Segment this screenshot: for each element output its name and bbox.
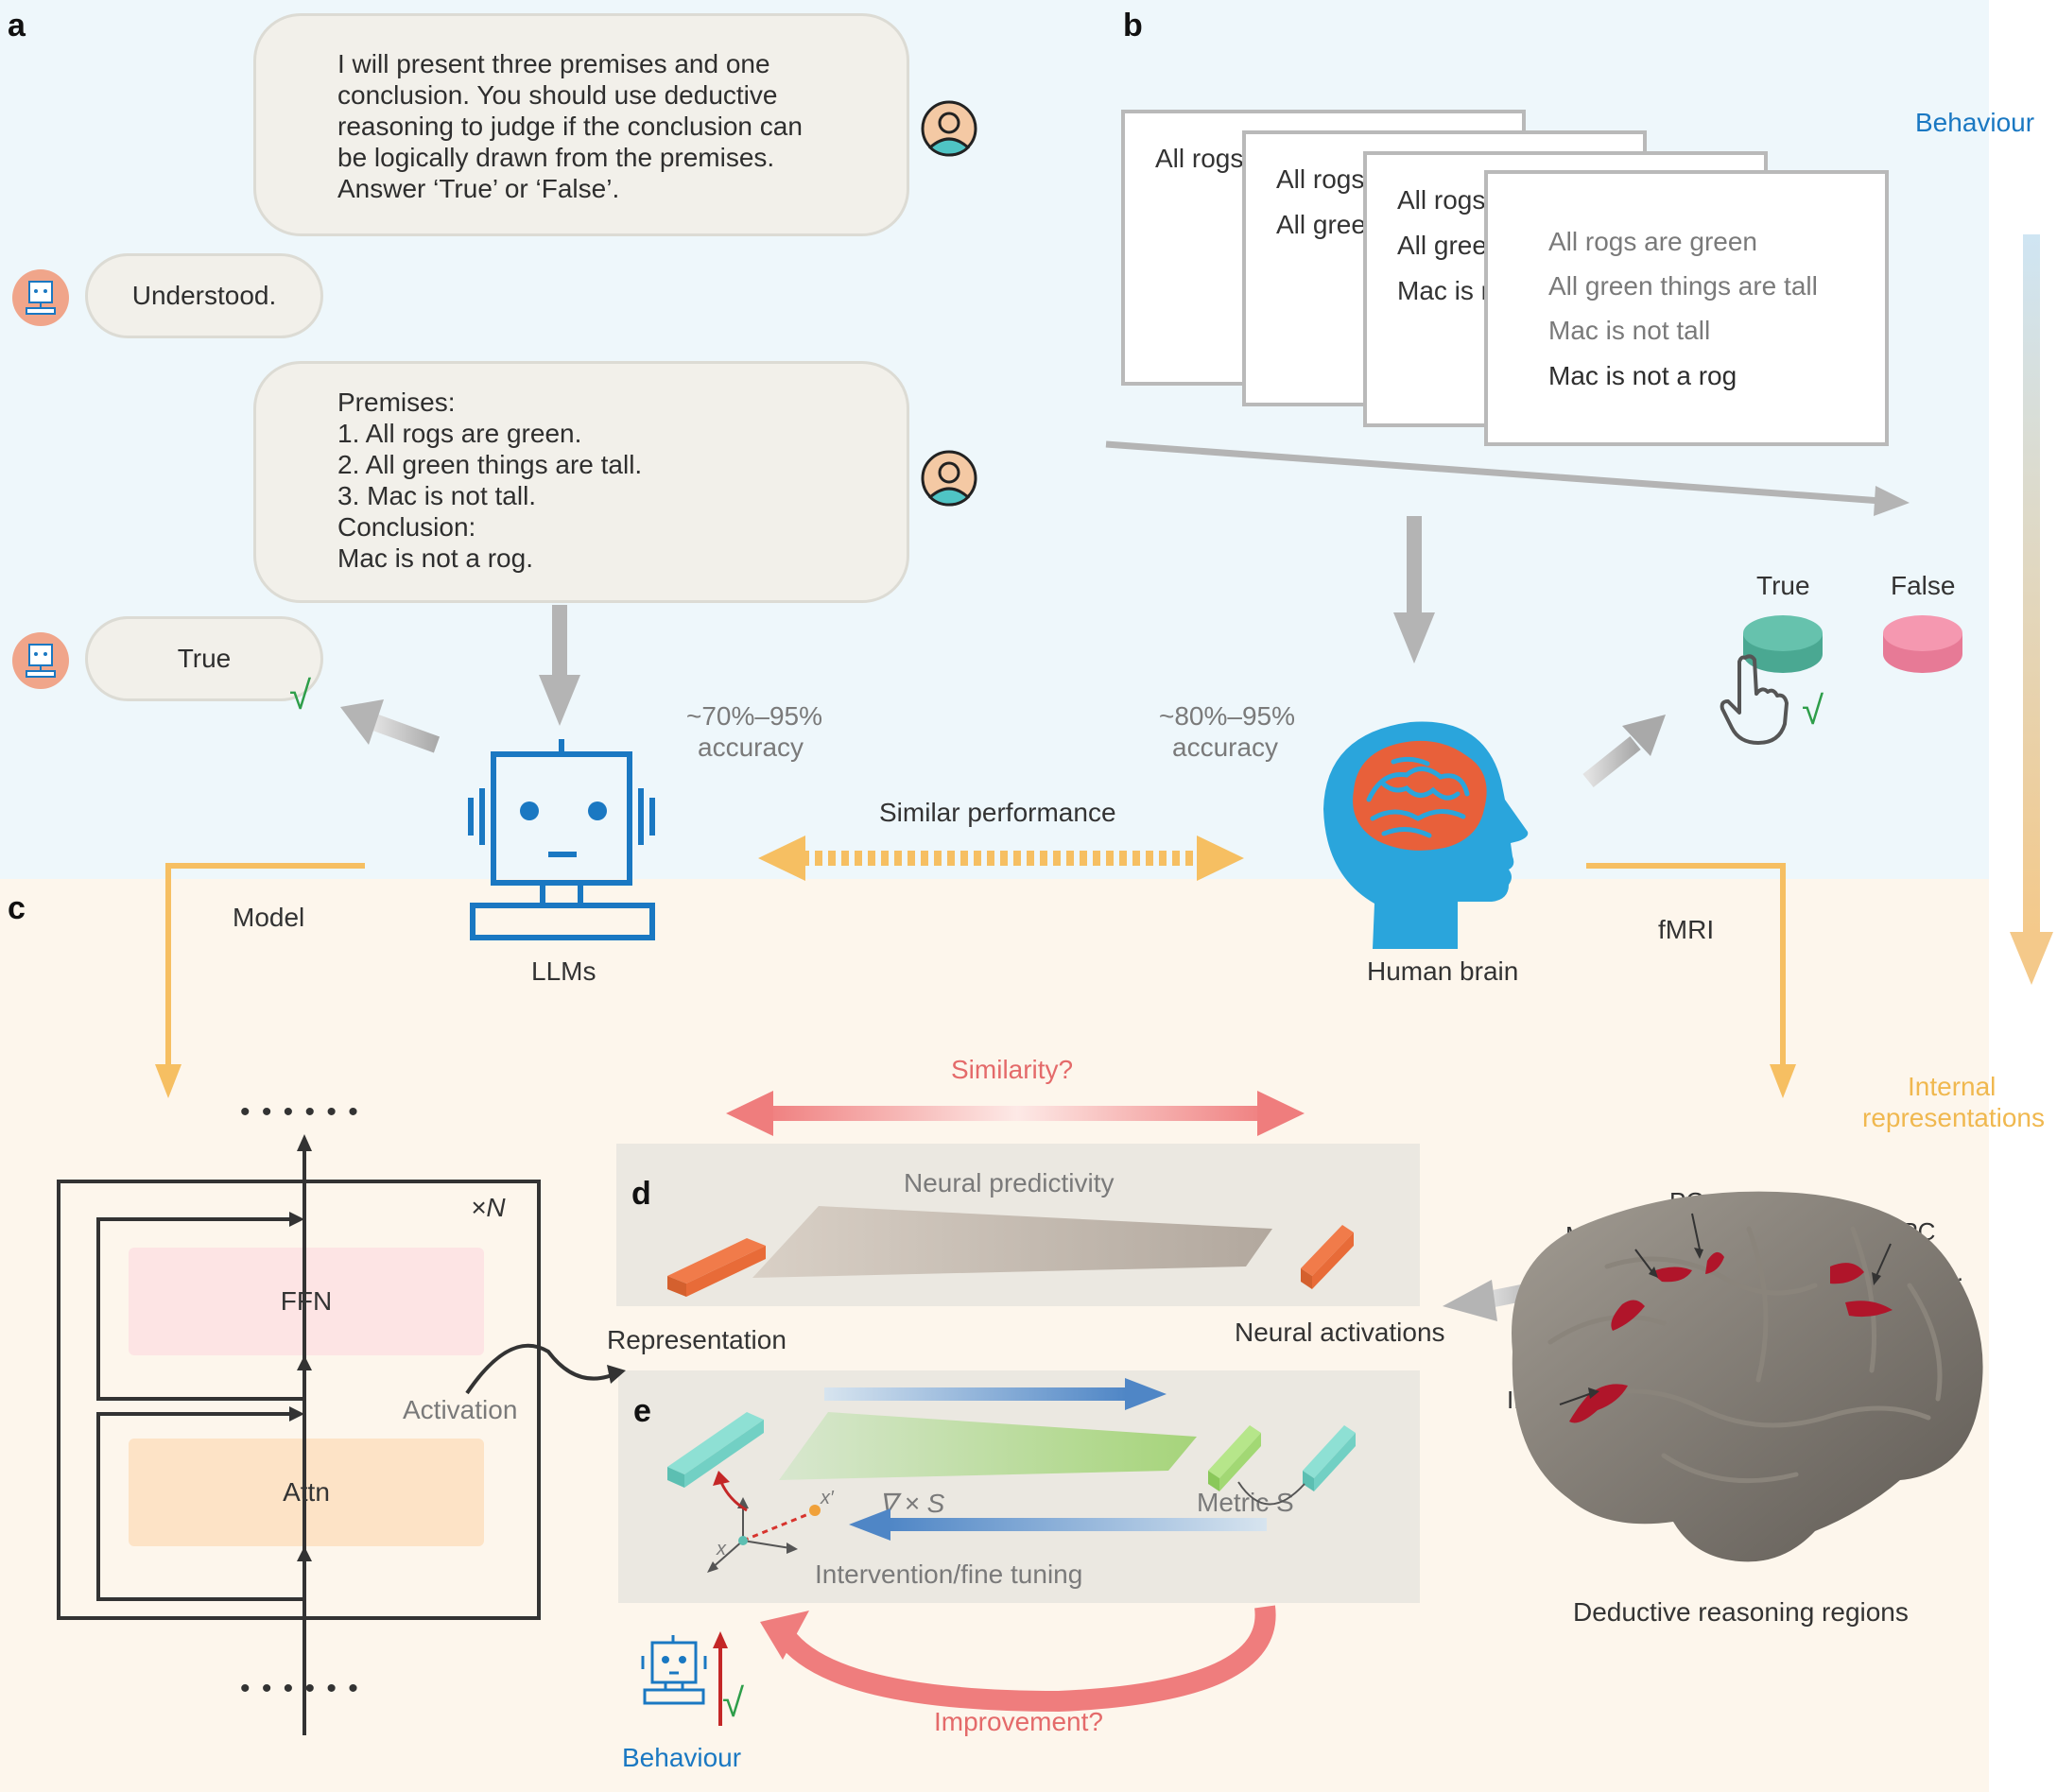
true-label: True [1756, 571, 1810, 600]
human-accuracy-word: accuracy [1172, 732, 1279, 762]
panel-label-c: c [8, 890, 26, 926]
neural-activations-label: Neural activations [1235, 1318, 1445, 1347]
representation-label: Representation [607, 1325, 786, 1354]
axis-x-label: x [717, 1539, 726, 1559]
human-brain-label: Human brain [1367, 956, 1519, 986]
panel-label-e: e [633, 1393, 651, 1429]
reply-understood: Understood. [85, 253, 323, 338]
similarity-label: Similarity? [951, 1055, 1074, 1084]
model-label: Model [233, 903, 305, 932]
false-button-icon [1883, 615, 1962, 673]
panel-label-a: a [8, 8, 26, 43]
panel-label-b: b [1123, 8, 1143, 43]
false-label: False [1891, 571, 1956, 600]
question-text: Premises: 1. All rogs are green. 2. All … [337, 388, 643, 573]
llms-label: LLMs [531, 956, 596, 986]
llm-accuracy-word: accuracy [698, 732, 804, 762]
bot-avatar-icon [12, 632, 69, 689]
pointing-hand-icon [1720, 654, 1789, 745]
user-avatar-icon [921, 450, 977, 507]
human-accuracy-percent: ~80%–95% [1159, 701, 1296, 731]
neural-predictivity-label: Neural predictivity [904, 1168, 1115, 1198]
user-avatar-icon [921, 100, 977, 157]
llm-robot-icon [468, 739, 655, 940]
layer-dots-top: • • • • • • [240, 1096, 360, 1128]
prompt-bubble: I will present three premises and one co… [253, 13, 909, 236]
activation-label: Activation [403, 1395, 518, 1424]
layer-dots-bottom: • • • • • • [240, 1673, 360, 1704]
true-button-icon [1743, 615, 1823, 673]
panel-label-d: d [631, 1176, 651, 1212]
improvement-label: Improvement? [934, 1707, 1103, 1736]
question-bubble: Premises: 1. All rogs are green. 2. All … [253, 361, 909, 603]
intervention-label: Intervention/fine tuning [815, 1559, 1083, 1589]
axis-xprime-label: x′ [821, 1488, 834, 1508]
deductive-regions-label: Deductive reasoning regions [1573, 1597, 1909, 1627]
behaviour-label-bottom: Behaviour [622, 1743, 742, 1772]
correct-check: √ [289, 673, 312, 717]
correct-check: √ [722, 1680, 745, 1725]
correct-check: √ [1802, 688, 1824, 732]
behaviour-label-top: Behaviour [1915, 108, 2035, 137]
fmri-label: fMRI [1658, 915, 1715, 944]
prompt-text: I will present three premises and one co… [337, 49, 803, 203]
similar-performance-label: Similar performance [879, 798, 1116, 827]
panel-e-box [618, 1370, 1420, 1603]
stimulus-card-front: All rogs are green All green things are … [1484, 170, 1889, 446]
llm-accuracy-percent: ~70%–95% [686, 701, 823, 731]
internal-representations-line1: Internal [1908, 1072, 1996, 1101]
human-head-brain-icon [1323, 721, 1529, 949]
internal-representations-line2: representations [1862, 1103, 2046, 1132]
reply-true: True [85, 616, 323, 701]
bot-avatar-icon [12, 269, 69, 326]
xn-label: ×N [471, 1193, 506, 1222]
